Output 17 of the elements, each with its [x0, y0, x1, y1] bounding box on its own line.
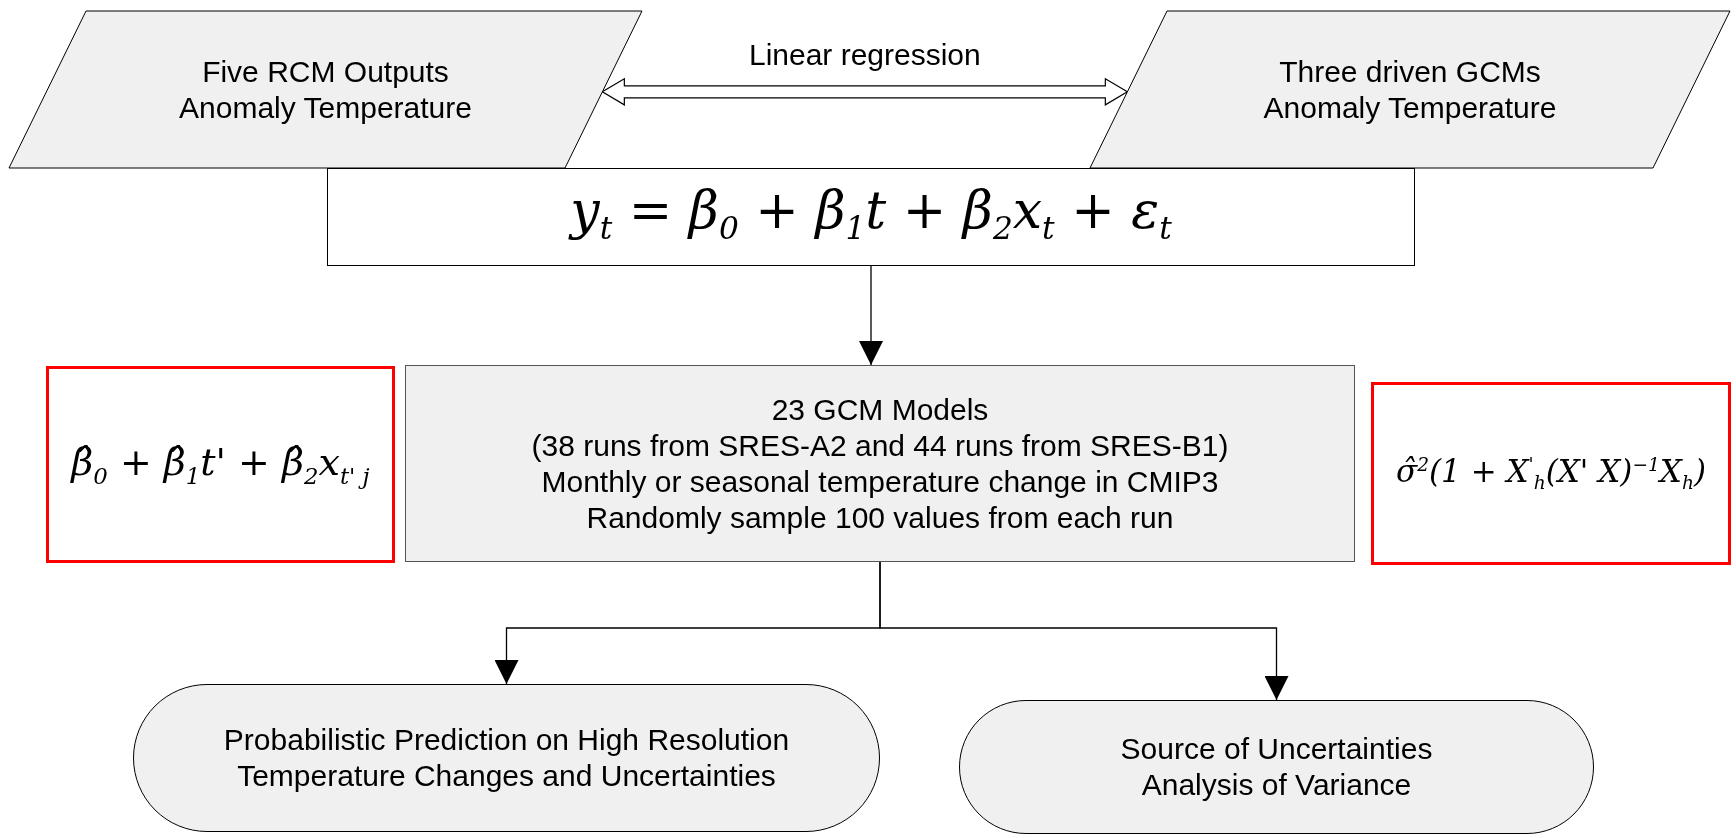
node-text: Analysis of Variance: [1141, 767, 1412, 803]
node-text: 23 GCM Models: [771, 391, 989, 428]
node-text: Anomaly Temperature: [1263, 89, 1557, 126]
node-text: Five RCM Outputs: [202, 53, 449, 90]
node-text: Randomly sample 100 values from each run: [586, 499, 1174, 536]
arrow: [879, 561, 1289, 701]
node-text: Three driven GCMs: [1279, 53, 1541, 90]
node-text: Anomaly Temperature: [179, 89, 472, 126]
equation: y$_{t}$ = β$_{0}$ + β$_{1}$t + β$_{2}$x$_{t}$ + ε$_{t}$: [570, 178, 1172, 248]
equation: σ̂$^{2}$(1 + X$^{'}$$_{h}$(X' X)$^{−1}$X$_{h}$): [1396, 452, 1706, 495]
node-text: Source of Uncertainties: [1120, 731, 1433, 767]
node-text: Monthly or seasonal temperature change in CMIP3: [541, 463, 1219, 500]
arrow: [859, 265, 883, 366]
node-text: Probabilistic Prediction on High Resolution Temperature Changes and Uncertainties: [222, 722, 791, 794]
equation: β̂$_{0}$ + β̂$_{1}$t' + β̂$_{2}$x$_{t' j}$: [71, 439, 370, 490]
node-text: (38 runs from SRES-A2 and 44 runs from SRES-B1): [531, 427, 1229, 464]
double-arrow: [601, 77, 1129, 106]
